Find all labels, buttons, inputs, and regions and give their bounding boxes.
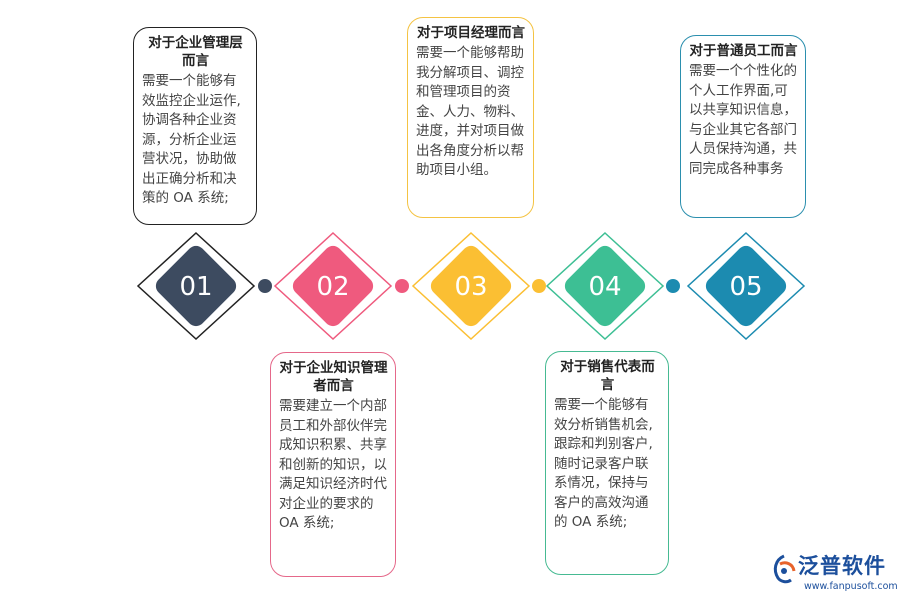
brand-logo: 泛普软件 www.fanpusoft.com [770,552,898,598]
step-01-diamond: 01 [136,231,256,341]
card-step-01: 对于企业管理层而言 需要一个能够有效监控企业运作,协调各种企业资源，分析企业运营… [133,27,257,225]
card-title: 对于普通员工而言 [689,43,798,59]
step-number: 02 [316,272,349,302]
card-body: 需要建立一个内部员工和外部伙伴完成知识积累、共享和创新的知识，以满足知识经济时代… [279,398,387,531]
card-body: 需要一个能够帮助我分解项目、调控和管理项目的资金、人力、物料、进度，并对项目做出… [416,45,524,178]
card-step-03: 对于项目经理而言 需要一个能够帮助我分解项目、调控和管理项目的资金、人力、物料、… [407,17,534,218]
step-number: 04 [588,272,621,302]
card-step-05: 对于普通员工而言 需要一个个性化的个人工作界面,可以共享知识信息，与企业其它各部… [680,35,806,218]
step-02-diamond: 02 [273,231,393,341]
step-number: 03 [454,272,487,302]
step-number: 05 [729,272,762,302]
step-04-diamond: 04 [545,231,665,341]
card-title: 对于企业管理层而言 [148,35,243,69]
card-step-02: 对于企业知识管理者而言 需要建立一个内部员工和外部伙伴完成知识积累、共享和创新的… [270,352,396,577]
card-body: 需要一个能够有效监控企业运作,协调各种企业资源，分析企业运营状况，协助做出正确分… [142,73,241,206]
card-title: 对于企业知识管理者而言 [279,360,388,394]
connector-dot [532,279,546,293]
logo-name: 泛普软件 [798,554,886,578]
connector-dot [258,279,272,293]
fanpu-logo-icon [773,554,796,584]
connector-dot [666,279,680,293]
card-title: 对于项目经理而言 [417,25,525,41]
step-03-diamond: 03 [411,231,531,341]
card-step-04: 对于销售代表而言 需要一个能够有效分析销售机会,跟踪和判别客户,随时记录客户联系… [545,351,669,575]
step-05-diamond: 05 [686,231,806,341]
step-number: 01 [179,272,212,302]
card-body: 需要一个个性化的个人工作界面,可以共享知识信息，与企业其它各部门人员保持沟通，共… [689,63,797,177]
card-title: 对于销售代表而言 [560,359,655,393]
connector-dot [395,279,409,293]
card-body: 需要一个能够有效分析销售机会,跟踪和判别客户,随时记录客户联系情况，保持与客户的… [554,397,653,530]
logo-url: www.fanpusoft.com [804,581,898,592]
